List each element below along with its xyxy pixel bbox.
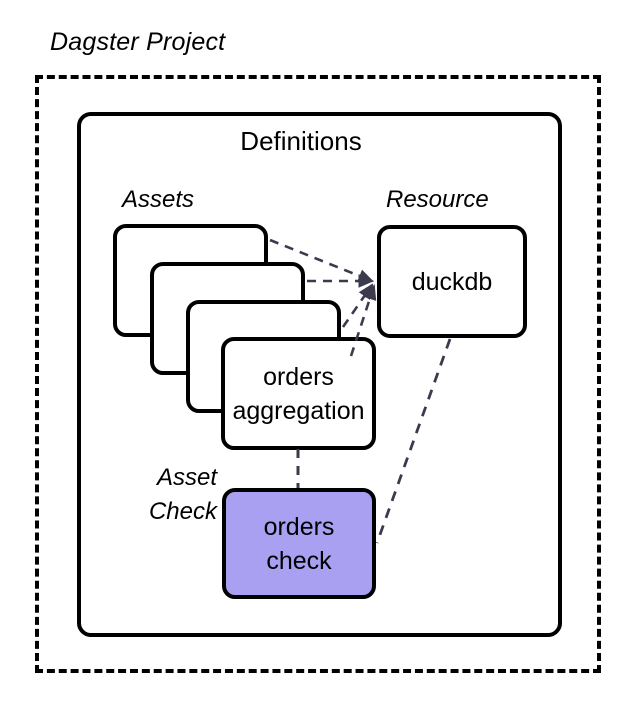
asset-check-label-line-2: Check (148, 498, 217, 525)
project-title: Dagster Project (50, 28, 226, 56)
asset-card-4-label-line-2: aggregation (232, 396, 365, 425)
project-boundary (35, 75, 601, 673)
definitions-label: Definitions (0, 126, 638, 157)
definitions-label-text: Definitions (240, 126, 362, 156)
check-node-label-line-1: orders (263, 512, 335, 541)
check-node-label-line-2: check (266, 546, 332, 575)
assets-group-label: Assets (122, 186, 195, 213)
resource-node-duckdb[interactable]: duckdb (377, 225, 527, 338)
resource-group-label: Resource (386, 186, 489, 213)
asset-check-label-line-1: Asset (156, 464, 217, 491)
resource-node-label: duckdb (411, 267, 493, 296)
asset-card-orders-aggregation[interactable]: orders aggregation (221, 337, 376, 450)
asset-check-node-orders-check[interactable]: orders check (222, 488, 376, 599)
asset-card-4-label-line-1: orders (263, 362, 334, 391)
asset-check-group-label: Asset Check (95, 461, 217, 529)
